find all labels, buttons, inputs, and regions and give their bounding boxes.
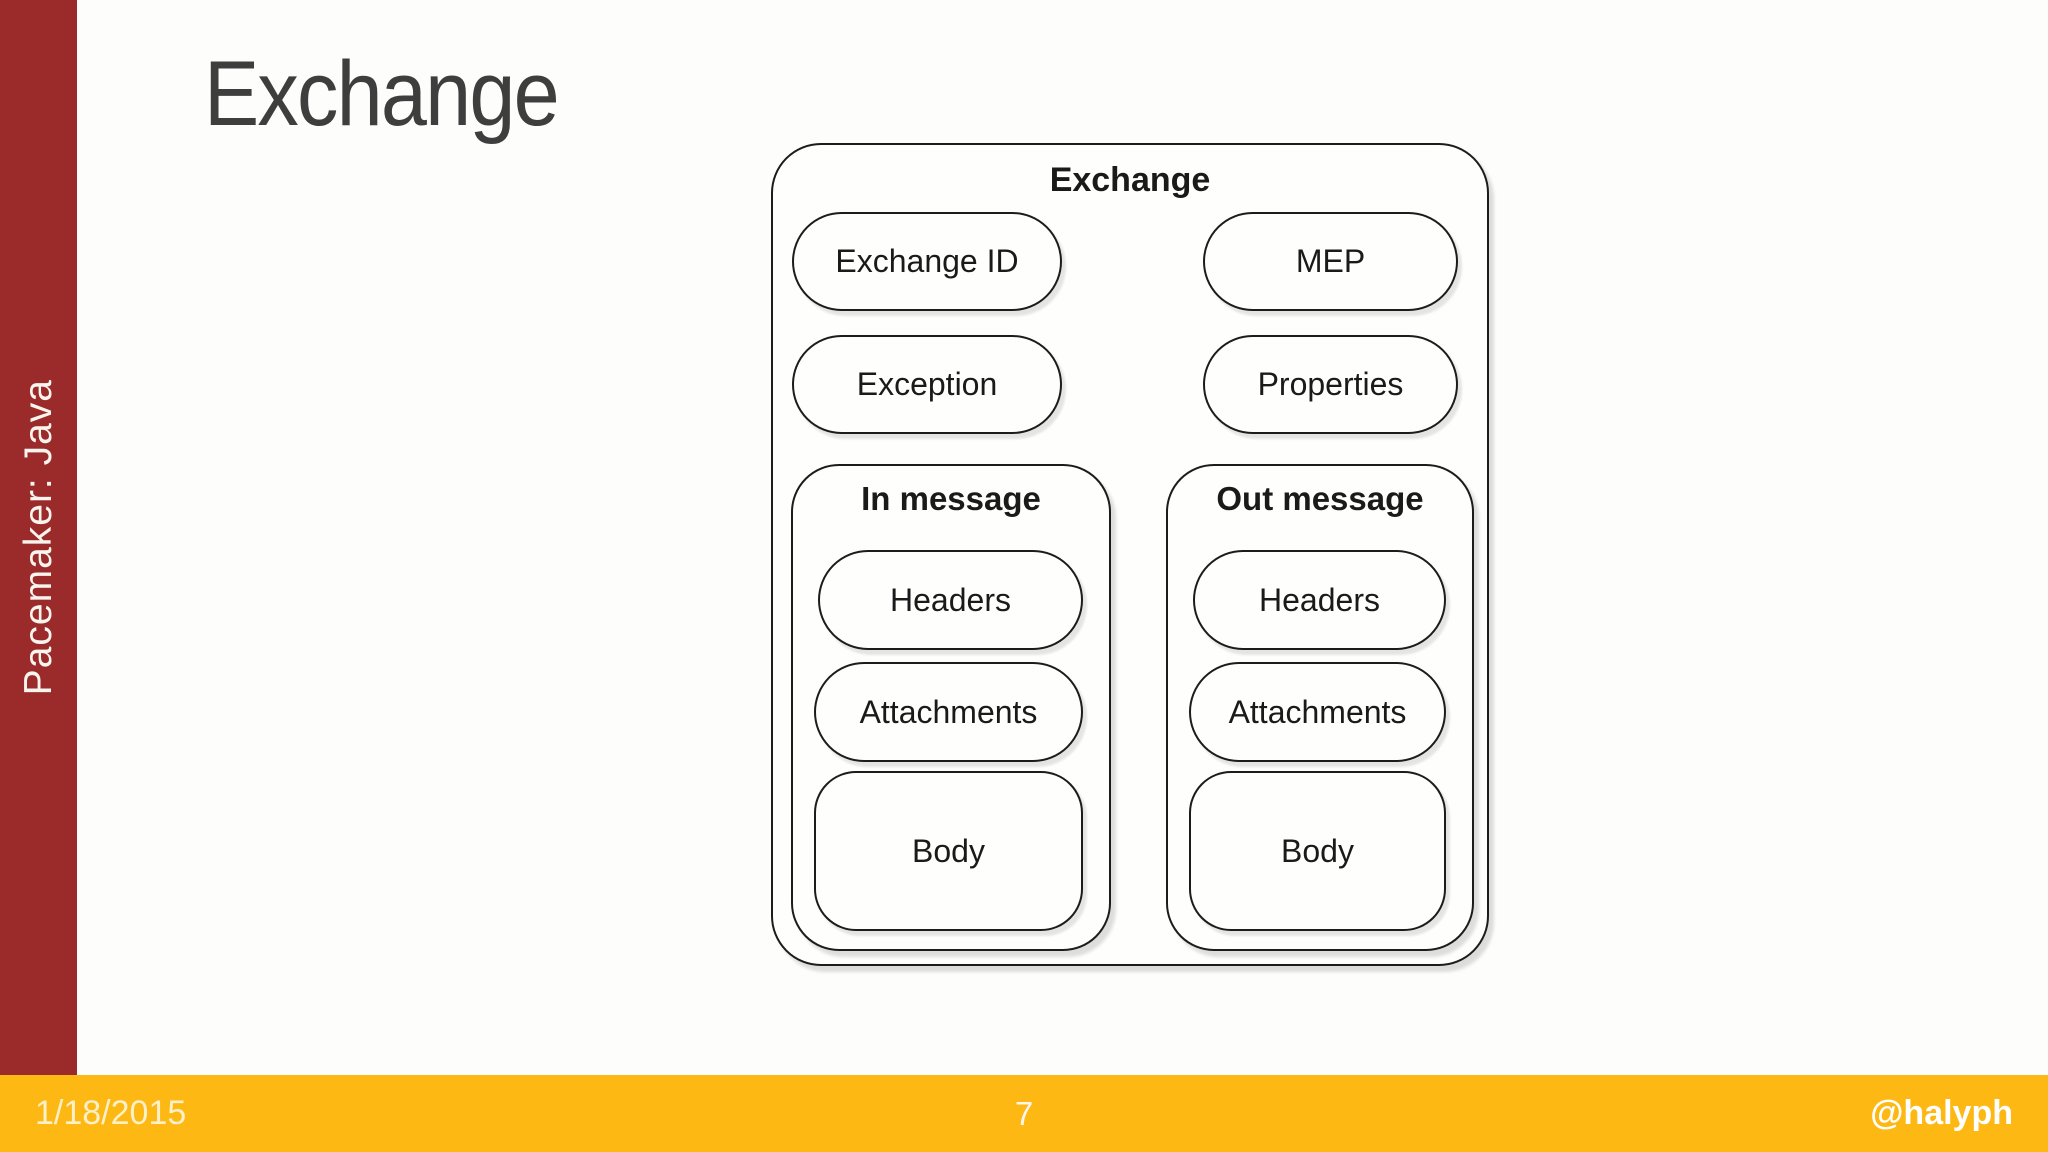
exchange-id-box: Exchange ID	[792, 212, 1062, 311]
properties-box: Properties	[1203, 335, 1458, 434]
mep-box: MEP	[1203, 212, 1458, 311]
slide-title: Exchange	[204, 43, 560, 145]
out-attachments-box: Attachments	[1189, 662, 1446, 762]
out-body-box: Body	[1189, 771, 1446, 931]
sidebar-band: Pacemaker: Java	[0, 0, 77, 1075]
exchange-diagram: Exchange Exchange ID MEP Exception Prope…	[771, 143, 1489, 966]
out-headers-box: Headers	[1193, 550, 1446, 650]
in-message-container: In message Headers Attachments Body	[791, 464, 1111, 951]
footer-date: 1/18/2015	[35, 1094, 187, 1132]
in-message-label: In message	[861, 480, 1041, 517]
footer-twitter-handle: @halyph	[1870, 1094, 2013, 1132]
sidebar-label: Pacemaker: Java	[16, 379, 60, 696]
out-message-label: Out message	[1216, 480, 1424, 517]
footer-bar: 1/18/2015 7 @halyph	[0, 1075, 2048, 1152]
out-message-container: Out message Headers Attachments Body	[1166, 464, 1474, 951]
in-attachments-box: Attachments	[814, 662, 1083, 762]
diagram-title: Exchange	[1049, 161, 1211, 199]
in-headers-box: Headers	[818, 550, 1083, 650]
footer-page-number: 7	[1014, 1094, 1034, 1132]
exception-box: Exception	[792, 335, 1062, 434]
in-body-box: Body	[814, 771, 1083, 931]
